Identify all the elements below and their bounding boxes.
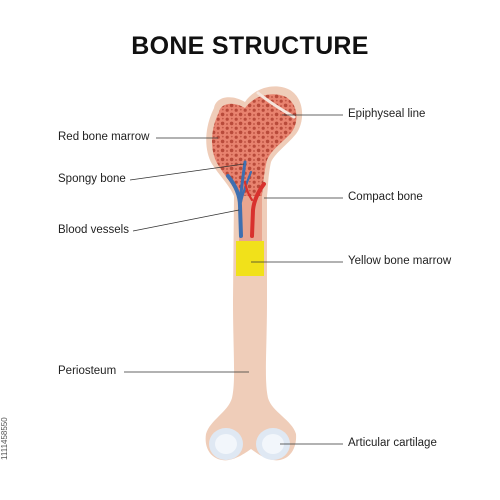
stock-image-id: 1111458550 bbox=[0, 417, 9, 461]
spongy-bone-area bbox=[211, 94, 297, 196]
label-yellow-bone-marrow: Yellow bone marrow bbox=[348, 255, 452, 267]
leader-spongy-bone bbox=[129, 163, 245, 181]
label-periosteum: Periosteum bbox=[58, 365, 117, 377]
medullary-cavity bbox=[239, 196, 262, 242]
leader-blood-vessels bbox=[132, 209, 240, 232]
label-articular-cartilage: Articular cartilage bbox=[348, 437, 437, 449]
label-compact-bone: Compact bone bbox=[348, 191, 423, 203]
label-red-bone-marrow: Red bone marrow bbox=[58, 131, 150, 143]
leader-lines bbox=[124, 114, 343, 445]
blood-vessel-vein bbox=[226, 174, 243, 238]
label-epiphyseal-line: Epiphyseal line bbox=[348, 108, 426, 120]
bone-shaft bbox=[205, 196, 297, 461]
blood-vessel-artery bbox=[250, 182, 266, 238]
yellow-bone-marrow bbox=[236, 241, 264, 276]
label-blood-vessels: Blood vessels bbox=[58, 224, 129, 236]
diagram-title: BONE STRUCTURE bbox=[131, 32, 369, 60]
label-spongy-bone: Spongy bone bbox=[58, 173, 126, 185]
